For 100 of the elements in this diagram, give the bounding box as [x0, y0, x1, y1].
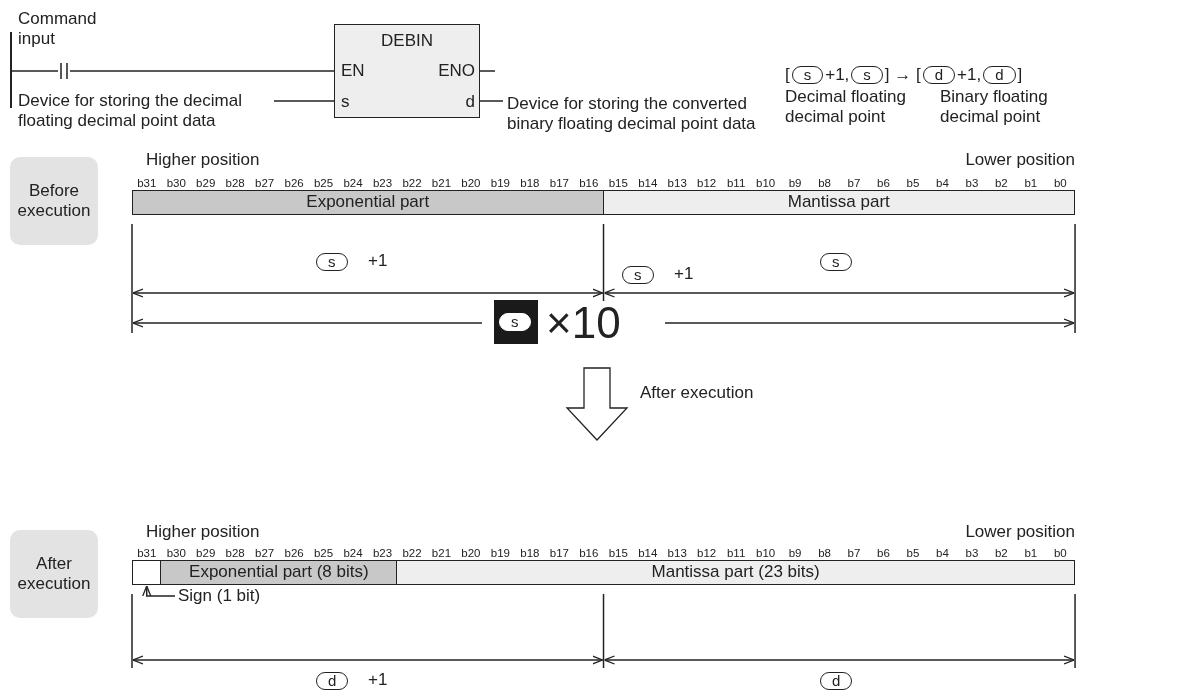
bit-number: b15	[607, 176, 629, 190]
bit-number: b28	[224, 176, 246, 190]
bit-number: b22	[401, 546, 423, 560]
bit-number: b23	[371, 546, 394, 560]
bit-field: Exponential part (8 bits)	[161, 560, 398, 585]
bit-number: b9	[787, 546, 803, 560]
formula-text: +1,	[957, 65, 982, 85]
bit-number: b19	[489, 546, 511, 560]
bit-number: b3	[964, 176, 980, 190]
label-text: +1	[368, 251, 388, 271]
label-text: Higher position	[146, 150, 260, 170]
bit-number: b18	[519, 176, 541, 190]
label-text: +1	[674, 264, 694, 284]
bit-number: b0	[1052, 546, 1068, 560]
label-text: +1	[368, 670, 388, 690]
bit-number: b30	[165, 546, 187, 560]
bit-number: b5	[905, 546, 921, 560]
bit-number: b5	[905, 176, 921, 190]
bit-number: b7	[846, 176, 862, 190]
bit-number: b1	[1023, 176, 1039, 190]
bit-number: b9	[787, 176, 803, 190]
bit-number: b10	[755, 176, 777, 190]
state-label-box: After execution	[10, 530, 98, 618]
label-text: Command input	[18, 9, 98, 49]
bit-number: b24	[342, 176, 364, 190]
bit-number: b24	[342, 546, 364, 560]
bit-number: b21	[430, 176, 453, 190]
bit-number: b8	[817, 546, 832, 560]
bit-number: b3	[964, 546, 980, 560]
sign-bit-field	[132, 560, 162, 585]
bit-number: b11	[725, 176, 747, 190]
instruction-name: DEBIN	[380, 31, 434, 51]
port-label: d	[465, 92, 475, 112]
bit-number: b8	[817, 176, 832, 190]
label-text: Higher position	[146, 522, 260, 542]
leader-arrow	[142, 585, 176, 597]
bit-number: b4	[935, 176, 950, 190]
bit-number: b0	[1052, 176, 1068, 190]
bit-field: Mantissa part	[603, 190, 1076, 215]
state-label-box: Before execution	[10, 157, 98, 245]
bit-number: b14	[637, 176, 659, 190]
bit-number: b23	[371, 176, 394, 190]
bit-number: b18	[519, 546, 541, 560]
bit-number: b10	[755, 546, 777, 560]
bit-number: b30	[165, 176, 187, 190]
label-text: Binary floating decimal point	[940, 87, 1049, 127]
bit-number: b20	[460, 176, 482, 190]
bit-number: b17	[548, 176, 570, 190]
bit-number: b16	[578, 546, 600, 560]
bit-field: Exponential part	[132, 190, 604, 215]
bit-number: b2	[993, 546, 1009, 560]
bit-field: Mantissa part (23 bits)	[397, 560, 1075, 585]
connector-line	[479, 100, 504, 102]
formula-text: [	[785, 65, 790, 85]
bit-number: b2	[993, 176, 1009, 190]
bit-number: b14	[637, 546, 659, 560]
bit-number: b31	[136, 546, 158, 560]
connector-line	[479, 70, 496, 72]
operand-description: Device for storing the decimal floating decimal point data	[18, 91, 268, 131]
bit-number: b28	[224, 546, 246, 560]
label-text: Lower position	[964, 150, 1075, 170]
bit-number: b19	[489, 176, 511, 190]
connector-line	[273, 100, 335, 102]
port-label: s	[341, 92, 350, 112]
bit-number: b16	[578, 176, 600, 190]
connector-line	[11, 70, 59, 72]
bit-number: b29	[195, 546, 217, 560]
bit-number: b27	[254, 546, 276, 560]
bit-number: b12	[696, 546, 718, 560]
bit-number: b6	[876, 546, 891, 560]
connector-line	[69, 70, 335, 72]
exponent-text: ×10	[546, 300, 621, 346]
port-label: ENO	[438, 61, 475, 81]
bit-number: b17	[548, 546, 570, 560]
label-text: Decimal floating decimal point	[785, 87, 907, 127]
bit-number: b1	[1023, 546, 1039, 560]
bit-number: b25	[312, 546, 335, 560]
bit-number: b20	[460, 546, 482, 560]
bit-number: b7	[846, 546, 862, 560]
bit-number: b11	[725, 546, 747, 560]
bit-number: b22	[401, 176, 423, 190]
bit-number: b6	[876, 176, 891, 190]
contact-symbol	[58, 63, 70, 79]
bit-number: b4	[935, 546, 950, 560]
bit-number: b26	[283, 546, 305, 560]
bit-number: b13	[666, 176, 688, 190]
formula-text: ] → [	[884, 65, 921, 85]
label-text: Lower position	[964, 522, 1075, 542]
bit-number: b26	[283, 176, 305, 190]
bit-number: b13	[666, 546, 688, 560]
port-label: EN	[341, 61, 365, 81]
instruction-block	[334, 24, 480, 118]
label-text: After execution	[640, 383, 754, 403]
operand-description: Device for storing the converted binary floating decimal point data	[507, 94, 762, 134]
bit-number: b25	[312, 176, 335, 190]
formula-text: ]	[1017, 65, 1023, 85]
formula-text: +1,	[825, 65, 850, 85]
bit-number: b21	[430, 546, 453, 560]
bit-number: b27	[254, 176, 276, 190]
bit-number: b12	[696, 176, 718, 190]
